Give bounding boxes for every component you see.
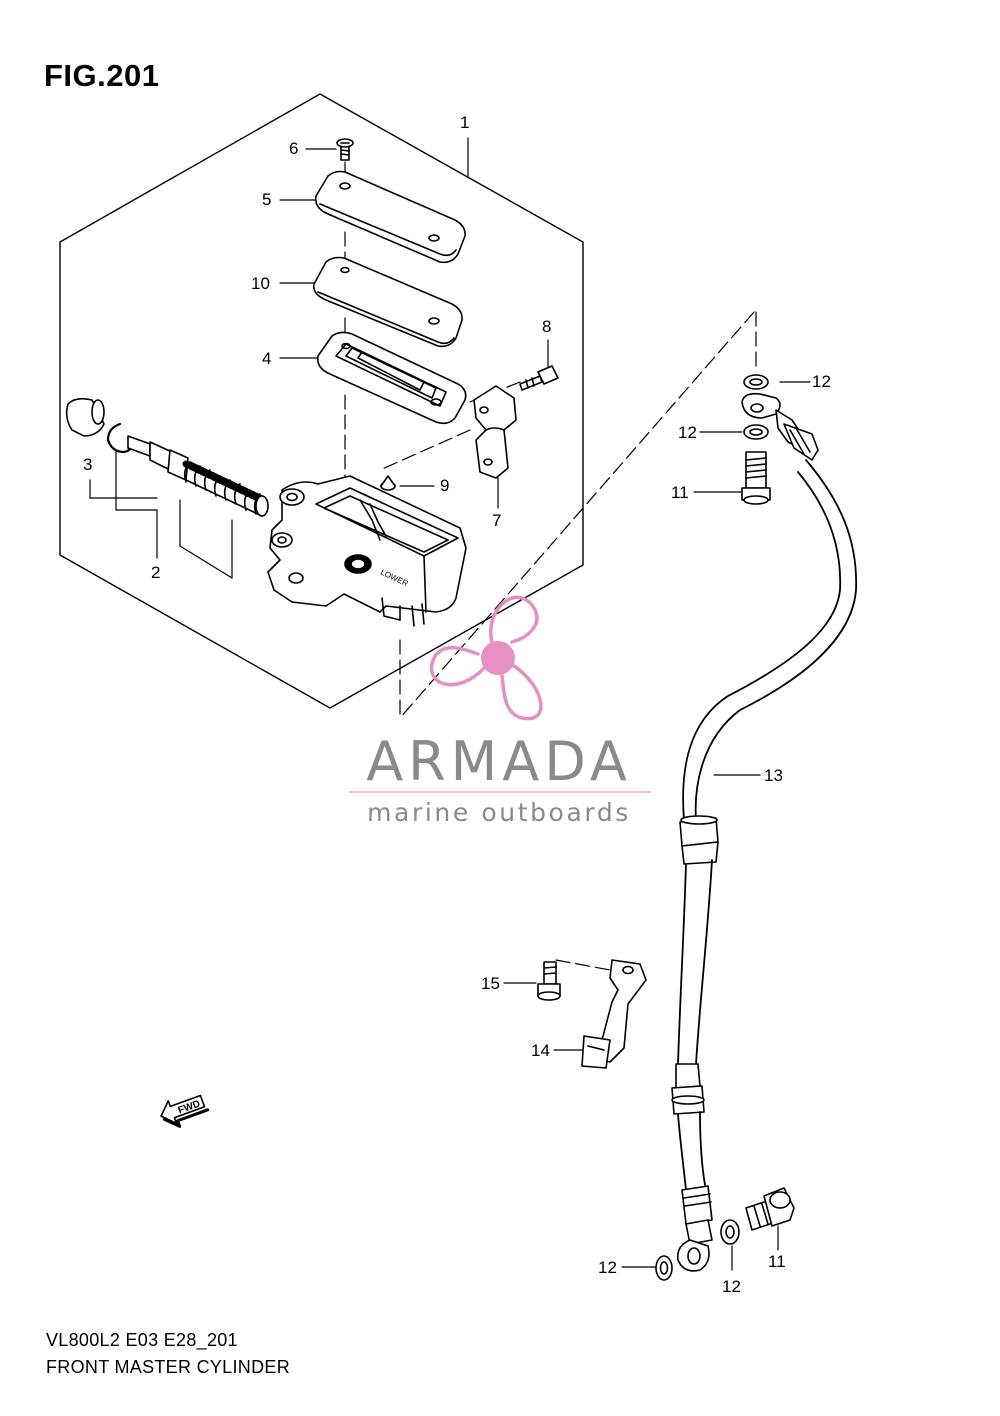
callout-14: 14 (531, 1041, 550, 1060)
part-clip-9 (380, 475, 396, 491)
callout-7: 7 (492, 511, 502, 530)
callout-13: 13 (764, 766, 783, 785)
watermark-tagline: marine outboards (367, 798, 631, 827)
leader-lines (89, 137, 811, 1271)
callout-8: 8 (542, 317, 552, 336)
callout-11-lower: 11 (768, 1252, 786, 1271)
part-brake-hose-13 (671, 392, 858, 1272)
callout-11-upper: 11 (671, 483, 689, 502)
part-washer-12-lower-b (720, 1219, 740, 1245)
callout-15: 15 (481, 974, 500, 993)
callout-9: 9 (440, 476, 450, 495)
callout-2: 2 (151, 563, 161, 582)
master-cylinder-body (267, 475, 467, 627)
part-bolt-15 (537, 961, 561, 1001)
callout-3: 3 (83, 455, 93, 474)
callout-5: 5 (262, 190, 272, 209)
callout-4: 4 (262, 349, 272, 368)
callout-12-lower-b: 12 (722, 1277, 741, 1296)
watermark-brand: ARMADA (366, 730, 632, 793)
part-clamp-7 (473, 385, 517, 479)
callout-12-lower-a: 12 (598, 1258, 617, 1277)
part-bolt-8 (519, 365, 559, 391)
callout-6: 6 (289, 139, 299, 158)
figure-title: FIG.201 (44, 58, 160, 93)
assembly-boundary (59, 93, 584, 709)
callout-12-upper-b: 12 (678, 423, 697, 442)
part-screw-6 (336, 138, 354, 161)
part-washer-12-upper-a (743, 374, 769, 390)
callout-12-upper-a: 12 (812, 372, 831, 391)
part-cap-5 (314, 170, 466, 264)
forward-arrow-icon: FWD (160, 1094, 210, 1128)
part-banjo-bolt-11-lower (745, 1187, 795, 1231)
part-boot-3 (65, 397, 105, 437)
part-washer-12-lower-a (655, 1255, 673, 1281)
callout-1: 1 (460, 113, 470, 132)
part-banjo-bolt-11-upper (741, 451, 771, 505)
part-piston-2 (127, 435, 269, 517)
part-diaphragm-4 (316, 331, 467, 425)
figure-caption: FRONT MASTER CYLINDER (46, 1357, 290, 1377)
part-bracket-14 (581, 959, 647, 1069)
part-plate-10 (312, 256, 463, 348)
model-code: VL800L2 E03 E28_201 (46, 1330, 238, 1350)
propeller-icon (430, 595, 543, 721)
part-washer-12-upper-b (743, 424, 769, 440)
callout-10: 10 (251, 274, 270, 293)
